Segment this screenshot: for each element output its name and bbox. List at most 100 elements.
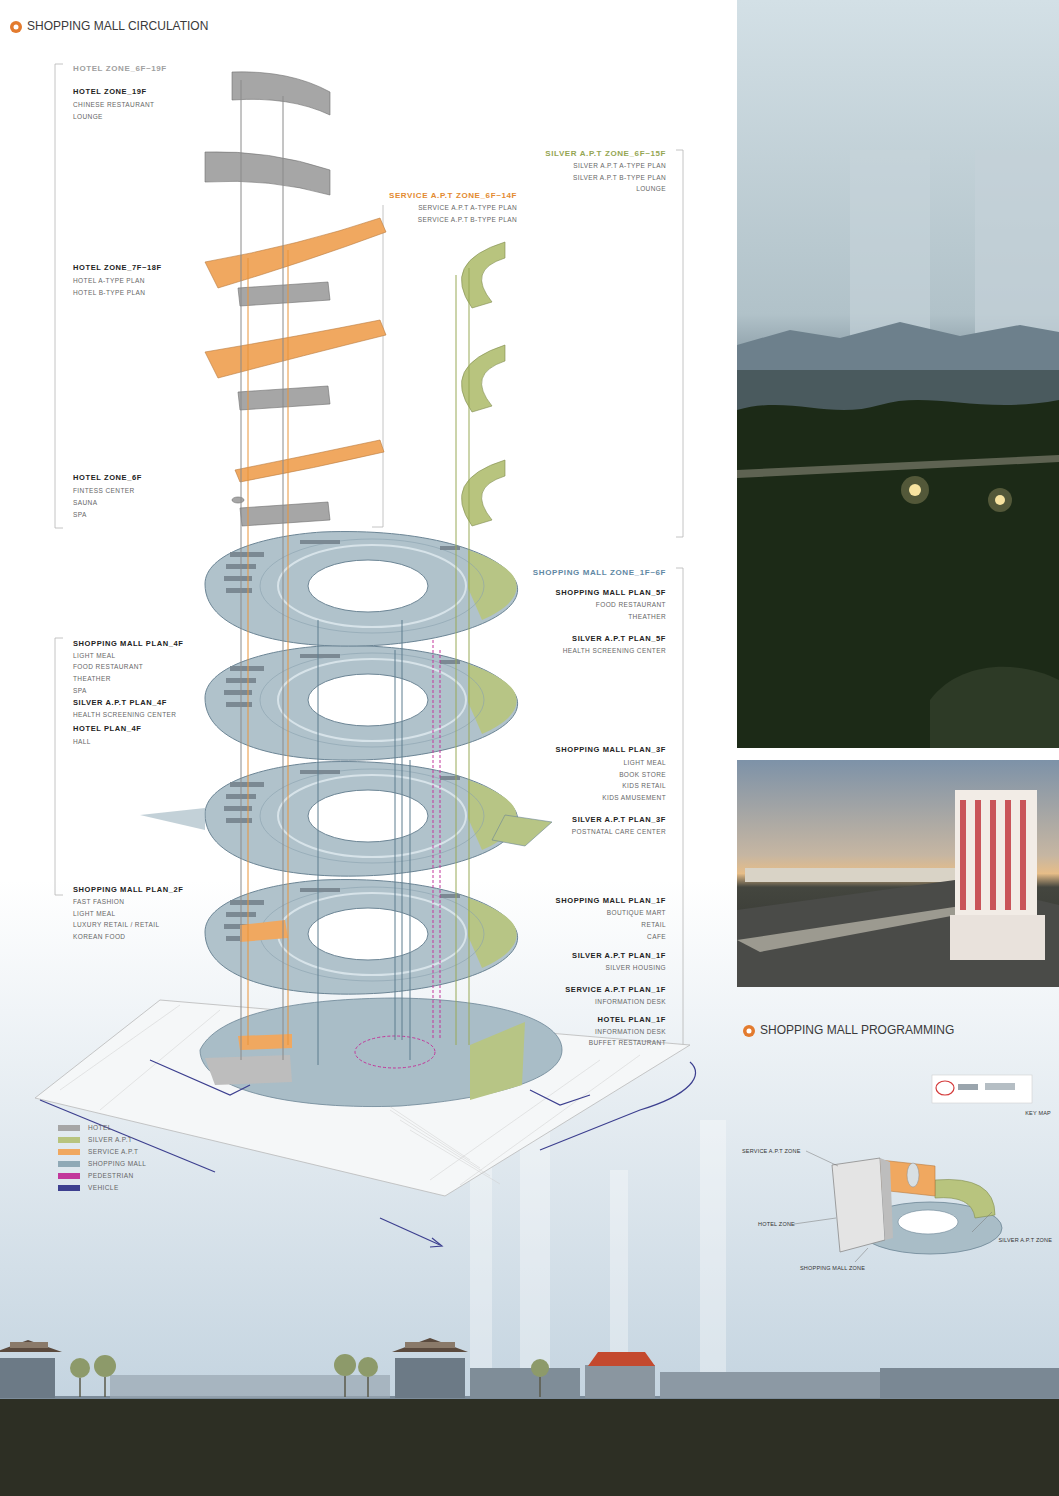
rendering-photo — [990, 800, 996, 910]
silver-floor-plate — [461, 242, 505, 526]
zone-label: KEY MAP — [1025, 1110, 1051, 1116]
rendering-photo — [737, 760, 1059, 987]
program-item: FOOD RESTAURANT — [73, 663, 143, 670]
rendering-photo — [960, 800, 966, 910]
circulation-line — [402, 620, 403, 1040]
zone-label: SILVER A.P.T ZONE — [998, 1237, 1052, 1243]
street-elevation — [0, 1338, 1059, 1496]
floor-heading: SHOPPING MALL PLAN_2F — [73, 886, 183, 895]
programming-diagram — [880, 1158, 893, 1240]
circulation-line — [241, 80, 469, 1065]
program-item: THEATHER — [628, 613, 666, 620]
program-item: SAUNA — [73, 499, 97, 506]
legend-swatch — [58, 1161, 80, 1167]
silver-floor-plate — [461, 460, 505, 526]
zone-heading: SHOPPING MALL PROGRAMMING — [760, 1024, 954, 1038]
program-item: SERVICE A.P.T B-TYPE PLAN — [418, 216, 517, 223]
street-elevation — [10, 1342, 48, 1348]
street-elevation — [367, 1377, 369, 1397]
program-item: SILVER A.P.T A-TYPE PLAN — [573, 162, 666, 169]
street-elevation — [0, 1398, 1059, 1496]
site-plan — [400, 1120, 490, 1176]
bracket — [55, 638, 63, 895]
rendering-photo — [737, 400, 1059, 748]
key-map — [932, 1075, 1032, 1103]
rendering-photo — [737, 0, 1059, 748]
program-item: HEALTH SCREENING CENTER — [563, 647, 666, 654]
floor-heading: SHOPPING MALL PLAN_3F — [556, 746, 666, 755]
legend-label: HOTEL — [88, 1124, 112, 1131]
rendering-photo — [850, 150, 930, 350]
street-elevation — [660, 1372, 880, 1398]
street-elevation — [344, 1376, 346, 1397]
key-map — [985, 1083, 1015, 1090]
poster-title: SHOPPING MALL CIRCULATION — [27, 20, 208, 34]
program-item: THEATHER — [73, 675, 111, 682]
street-elevation — [395, 1358, 465, 1398]
silver-floor-plate — [461, 345, 505, 412]
leader-line — [794, 1151, 992, 1262]
hotel-floor-plate — [240, 502, 330, 526]
circulation-line — [248, 258, 249, 1045]
program-item: SERVICE A.P.T A-TYPE PLAN — [418, 204, 517, 211]
rendering-photo — [988, 488, 1012, 512]
rendering-photo — [1005, 800, 1011, 910]
poster-art — [205, 646, 518, 761]
site-plan — [238, 1034, 292, 1050]
site-plan — [430, 1238, 442, 1247]
site-plan — [540, 1062, 696, 1150]
program-item: SPA — [73, 511, 87, 518]
street-elevation — [0, 1358, 55, 1398]
circulation-line — [456, 275, 457, 1045]
programming-diagram — [907, 1163, 919, 1187]
faint-towers — [520, 1110, 550, 1400]
legend-swatch — [58, 1173, 80, 1179]
floor-heading: SHOPPING MALL PLAN_1F — [556, 897, 666, 906]
legend-label: VEHICLE — [88, 1184, 119, 1191]
program-item: FINTESS CENTER — [73, 487, 135, 494]
background — [0, 880, 1059, 1400]
site-plan — [355, 1036, 435, 1068]
leader-line — [794, 1218, 836, 1224]
leader-line — [855, 1248, 868, 1262]
key-map — [958, 1084, 978, 1090]
program-item: SILVER A.P.T B-TYPE PLAN — [573, 174, 666, 181]
site-plan — [35, 998, 696, 1247]
floor-heading: HOTEL ZONE_19F — [73, 88, 147, 97]
street-elevation — [358, 1357, 378, 1377]
program-item: KOREAN FOOD — [73, 933, 125, 940]
logo-icon — [747, 1029, 752, 1034]
programming-diagram — [935, 1179, 995, 1218]
rendering-photo — [737, 455, 1059, 478]
rendering-photo — [1020, 800, 1026, 910]
floor-heading: HOTEL ZONE_7F~18F — [73, 264, 162, 273]
floor-heading: HOTEL PLAN_4F — [73, 725, 142, 734]
site-plan — [205, 1055, 292, 1085]
program-item: CAFE — [647, 933, 666, 940]
silver-floor-plate — [461, 242, 505, 308]
program-item: BOUTIQUE MART — [607, 909, 666, 916]
legend-swatch — [58, 1149, 80, 1155]
zone-heading: SILVER A.P.T ZONE_6F~15F — [545, 149, 666, 158]
program-item: FOOD RESTAURANT — [596, 601, 666, 608]
legend-label: SILVER A.P.T — [88, 1136, 132, 1143]
program-item: LIGHT MEAL — [623, 759, 666, 766]
program-item: LIGHT MEAL — [73, 910, 116, 917]
rendering-photo — [975, 150, 1059, 340]
leader-line — [806, 1151, 838, 1166]
program-item: FAST FASHION — [73, 898, 124, 905]
circulation-line — [283, 96, 284, 1060]
hotel-floor-plate — [238, 282, 330, 306]
program-item: POSTNATAL CARE CENTER — [572, 828, 666, 835]
poster-art — [205, 880, 518, 995]
program-item: HOTEL B-TYPE PLAN — [73, 289, 145, 296]
floor-heading: SHOPPING MALL PLAN_5F — [556, 589, 666, 598]
poster-art — [205, 762, 518, 877]
bracket — [676, 568, 683, 1045]
hotel-floor-plate — [238, 386, 330, 410]
site-plan — [60, 1005, 180, 1090]
program-item: INFORMATION DESK — [595, 1028, 666, 1035]
program-item: HOTEL A-TYPE PLAN — [73, 277, 145, 284]
bracket — [372, 205, 383, 527]
program-item: HEALTH SCREENING CENTER — [73, 711, 176, 718]
